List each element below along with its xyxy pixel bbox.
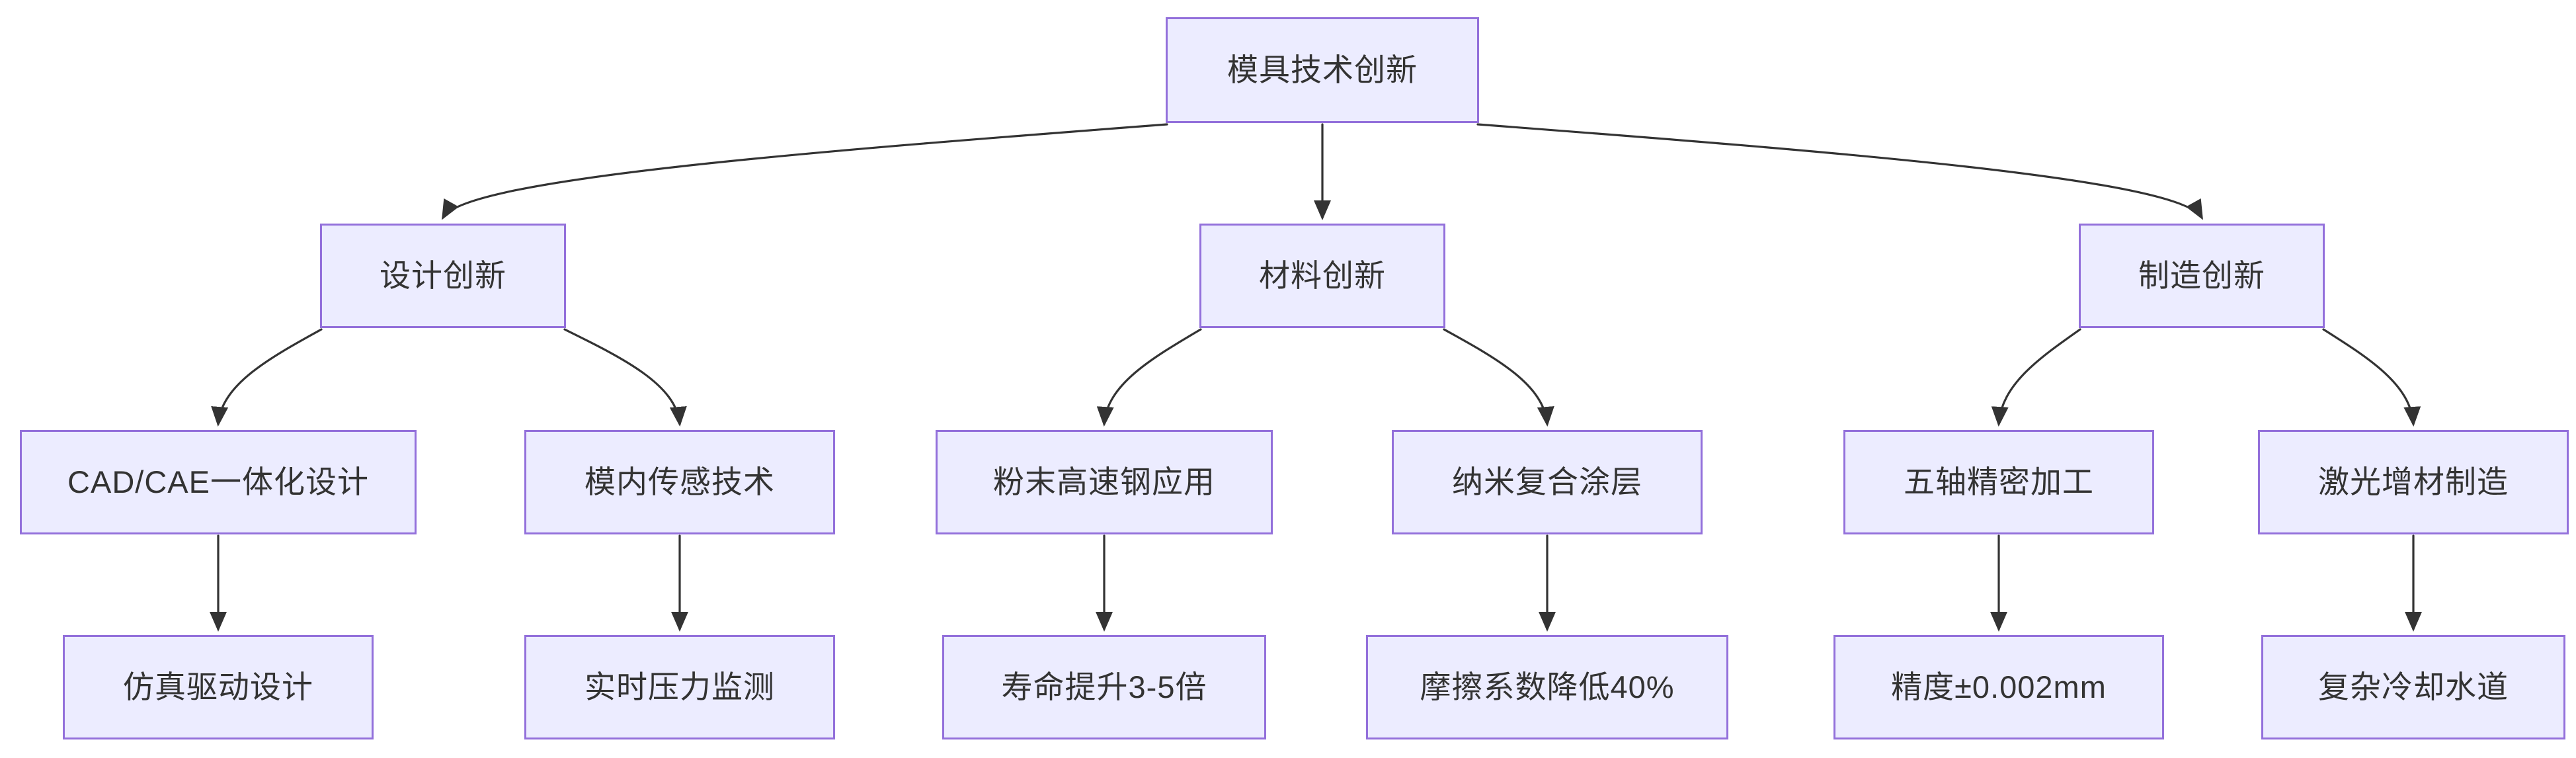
node-friction: 摩擦系数降低40% [1366,635,1728,739]
node-powder: 粉末高速钢应用 [936,430,1273,534]
node-label: 实时压力监测 [584,669,775,704]
node-label: 激光增材制造 [2318,464,2509,499]
node-pressure: 实时压力监测 [524,635,835,739]
node-sensor: 模内传感技术 [524,430,835,534]
edge-material-to-powder [1096,328,1202,427]
node-label: 粉末高速钢应用 [993,464,1215,499]
node-nano: 纳米复合涂层 [1392,430,1703,534]
edge-design-to-cad [211,328,323,427]
edge-root-to-manufacture [1476,123,2203,220]
node-sim: 仿真驱动设计 [63,635,374,739]
node-label: 纳米复合涂层 [1452,464,1642,499]
node-fiveaxis: 五轴精密加工 [1843,430,2154,534]
node-life: 寿命提升3-5倍 [942,635,1266,739]
node-label: 五轴精密加工 [1904,464,2094,499]
node-label: 模具技术创新 [1227,52,1418,87]
node-label: 制造创新 [2138,257,2265,293]
node-label: 仿真驱动设计 [123,669,313,704]
node-cooling: 复杂冷却水道 [2261,635,2565,739]
node-root: 模具技术创新 [1166,17,1479,123]
edge-material-to-nano [1443,328,1554,427]
node-design: 设计创新 [320,224,566,328]
edge-group [210,123,2422,632]
node-label: 材料创新 [1259,257,1386,293]
node-label: 模内传感技术 [584,464,775,499]
edge-manufacture-to-laser [2322,328,2421,427]
node-material: 材料创新 [1199,224,1445,328]
node-label: CAD/CAE一体化设计 [67,464,369,499]
edge-design-to-sensor [563,328,687,427]
node-label: 精度±0.002mm [1891,669,2107,704]
edge-manufacture-to-fiveaxis [1991,328,2081,427]
node-cad: CAD/CAE一体化设计 [20,430,417,534]
node-label: 摩擦系数降低40% [1420,669,1675,704]
node-precision: 精度±0.002mm [1833,635,2164,739]
node-label: 复杂冷却水道 [2318,669,2509,704]
node-label: 寿命提升3-5倍 [1001,669,1207,704]
node-manufacture: 制造创新 [2079,224,2325,328]
edge-root-to-design [442,123,1168,220]
node-laser: 激光增材制造 [2258,430,2569,534]
node-label: 设计创新 [380,257,506,293]
